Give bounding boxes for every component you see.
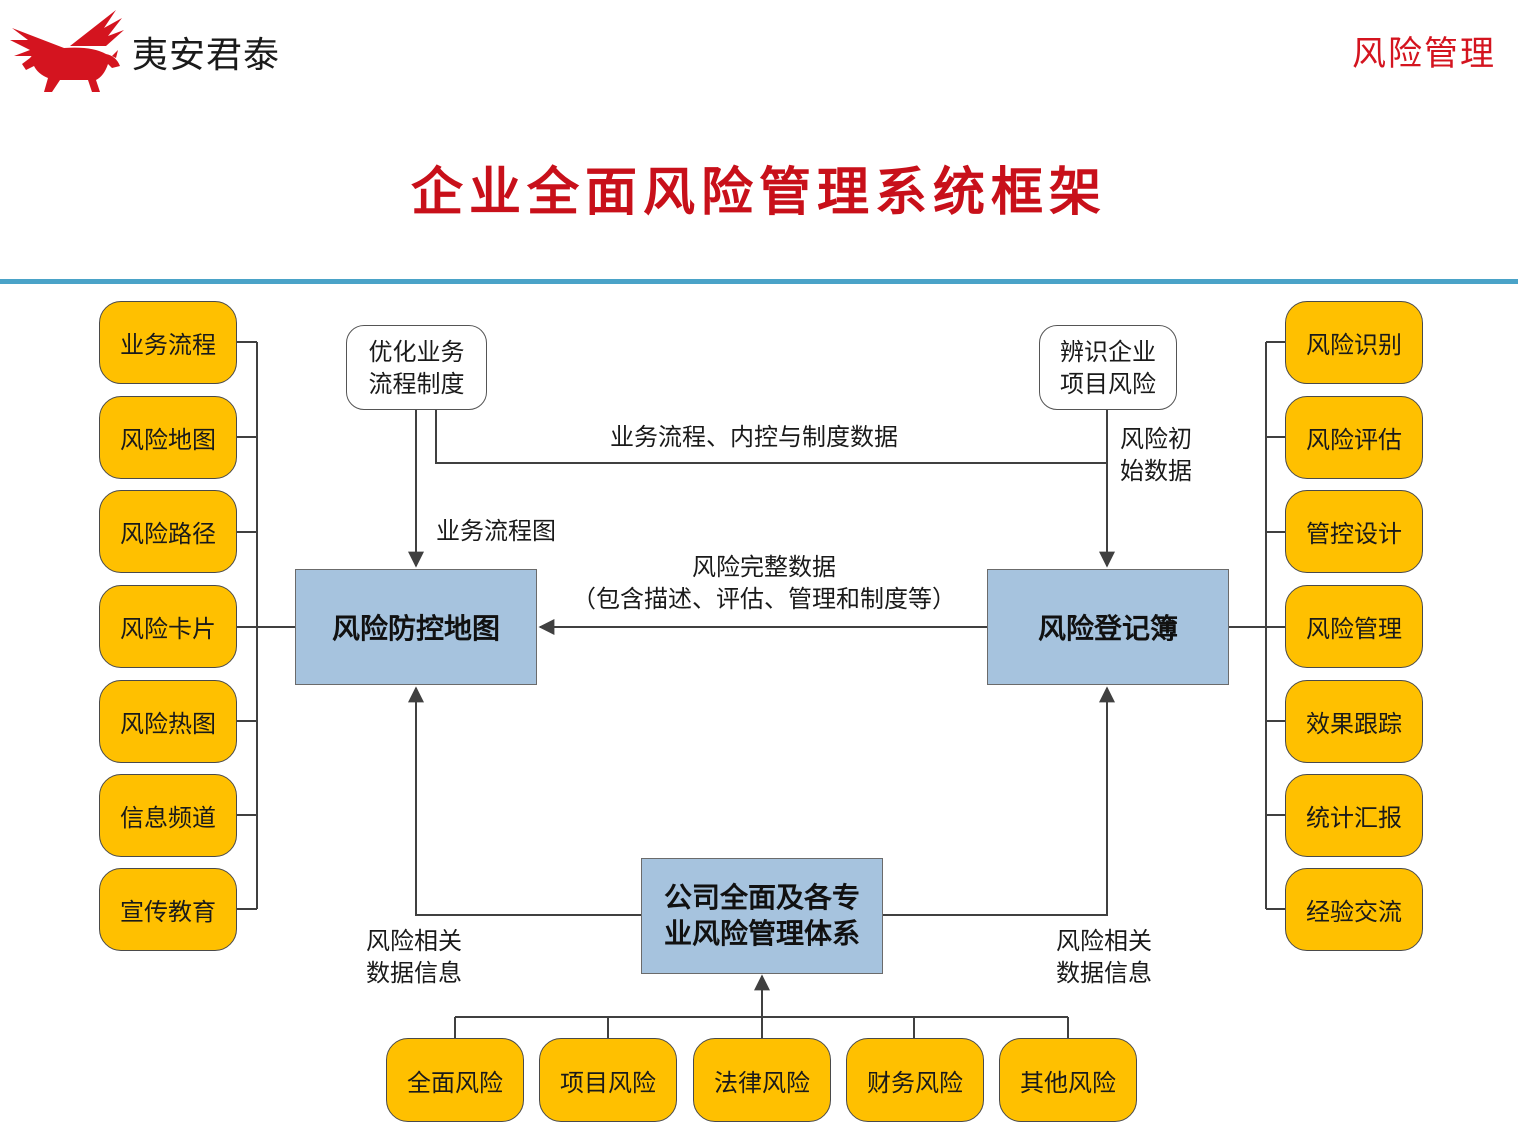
- page-title: 企业全面风险管理系统框架: [410, 162, 1107, 223]
- header-divider: [0, 279, 1518, 284]
- note-optimize-process-line2: 流程制度: [368, 369, 465, 398]
- label-top-flow: 业务流程、内控与制度数据: [610, 423, 898, 451]
- left-item-risk-card: 风险卡片: [99, 585, 237, 668]
- label-complete-data-line1: 风险完整数据: [692, 553, 836, 581]
- right-item-statistics-report: 统计汇报: [1285, 774, 1423, 857]
- note-optimize-process: 优化业务 流程制度: [346, 325, 487, 410]
- risk-register-box: 风险登记簿: [987, 569, 1229, 685]
- center-box-line2: 业风险管理体系: [663, 917, 860, 950]
- note-identify-risk-line2: 项目风险: [1060, 369, 1156, 398]
- label-related-right-line1: 风险相关: [1056, 927, 1152, 955]
- label-related-left-line2: 数据信息: [366, 959, 462, 987]
- right-item-risk-identification: 风险识别: [1285, 301, 1423, 384]
- bottom-item-financial-risk: 财务风险: [846, 1038, 984, 1122]
- label-initial-data: 风险初 始数据: [1120, 423, 1192, 487]
- note-optimize-process-line1: 优化业务: [368, 337, 465, 366]
- left-item-education: 宣传教育: [99, 868, 237, 951]
- section-tag: 风险管理: [1352, 34, 1496, 74]
- bottom-item-legal-risk: 法律风险: [693, 1038, 831, 1122]
- center-box-line1: 公司全面及各专: [663, 881, 860, 914]
- brand-logo: [8, 6, 126, 94]
- brand-name: 夷安君泰: [132, 35, 281, 76]
- label-initial-data-line2: 始数据: [1120, 457, 1192, 485]
- bottom-item-comprehensive-risk: 全面风险: [386, 1038, 524, 1122]
- right-item-effect-tracking: 效果跟踪: [1285, 680, 1423, 763]
- right-item-risk-assessment: 风险评估: [1285, 396, 1423, 479]
- label-related-right: 风险相关 数据信息: [1056, 925, 1152, 989]
- left-item-risk-path: 风险路径: [99, 490, 237, 573]
- winged-bull-logo-icon: [10, 10, 124, 92]
- right-item-risk-management: 风险管理: [1285, 585, 1423, 668]
- bottom-item-project-risk: 项目风险: [539, 1038, 677, 1122]
- label-complete-data: 风险完整数据 （包含描述、评估、管理和制度等）: [552, 551, 976, 615]
- label-related-left: 风险相关 数据信息: [366, 925, 462, 989]
- label-related-left-line1: 风险相关: [366, 927, 462, 955]
- left-item-info-channel: 信息频道: [99, 774, 237, 857]
- right-item-control-design: 管控设计: [1285, 490, 1423, 573]
- left-item-risk-map: 风险地图: [99, 396, 237, 479]
- label-complete-data-line2: （包含描述、评估、管理和制度等）: [572, 585, 956, 613]
- right-item-experience-exchange: 经验交流: [1285, 868, 1423, 951]
- left-item-business-process: 业务流程: [99, 301, 237, 384]
- risk-control-map-box: 风险防控地图: [295, 569, 537, 685]
- risk-management-system-box: 公司全面及各专 业风险管理体系: [641, 858, 883, 974]
- label-initial-data-line1: 风险初: [1120, 425, 1192, 453]
- left-item-risk-heatmap: 风险热图: [99, 680, 237, 763]
- label-related-right-line2: 数据信息: [1056, 959, 1152, 987]
- note-identify-risk: 辨识企业 项目风险: [1039, 325, 1177, 410]
- label-flowchart: 业务流程图: [436, 517, 556, 545]
- note-identify-risk-line1: 辨识企业: [1060, 337, 1156, 366]
- bottom-item-other-risk: 其他风险: [999, 1038, 1137, 1122]
